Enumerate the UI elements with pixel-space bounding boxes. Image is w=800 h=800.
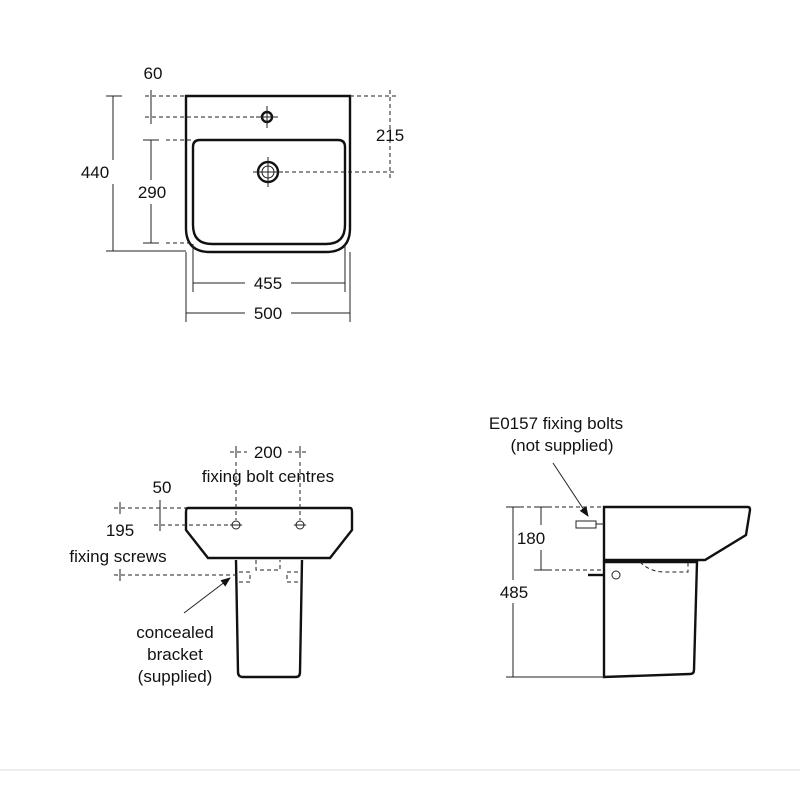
dim-bolt-height: 180 — [517, 529, 545, 548]
dim-screws: 195 — [106, 521, 134, 540]
bracket-label-1: concealed — [136, 623, 214, 642]
bracket-label-3: (supplied) — [138, 667, 213, 686]
dim-bowl-width: 455 — [254, 274, 282, 293]
fixing-bolt — [575, 520, 597, 529]
dim-bolt-offset: 50 — [153, 478, 172, 497]
dim-bolt-centres: 200 — [254, 443, 282, 462]
dim-total-height: 485 — [500, 583, 528, 602]
dim-tap-to-waste: 215 — [376, 126, 404, 145]
side-view: E0157 fixing bolts (not supplied) 485 18… — [489, 414, 752, 679]
plan-view: 440 290 60 215 455 500 — [81, 64, 404, 323]
bowl-outline — [191, 138, 347, 246]
dim-overall-width: 500 — [254, 304, 282, 323]
bracket-label-2: bracket — [147, 645, 203, 664]
label-bolt-centres: fixing bolt centres — [202, 467, 334, 486]
pedestal-front — [234, 559, 304, 679]
pedestal-side — [602, 560, 699, 679]
dim-tap-offset: 60 — [144, 64, 163, 83]
bolts-note: (not supplied) — [510, 436, 613, 455]
basin-front — [184, 506, 354, 560]
label-screws: fixing screws — [69, 547, 166, 566]
basin-outline — [184, 94, 352, 254]
dim-height: 440 — [81, 163, 109, 182]
bolts-label: E0157 fixing bolts — [489, 414, 623, 433]
basin-side — [602, 505, 752, 562]
front-view: 200 fixing bolt centres 50 195 fixing sc… — [69, 443, 354, 686]
dim-bowl-depth: 290 — [138, 183, 166, 202]
